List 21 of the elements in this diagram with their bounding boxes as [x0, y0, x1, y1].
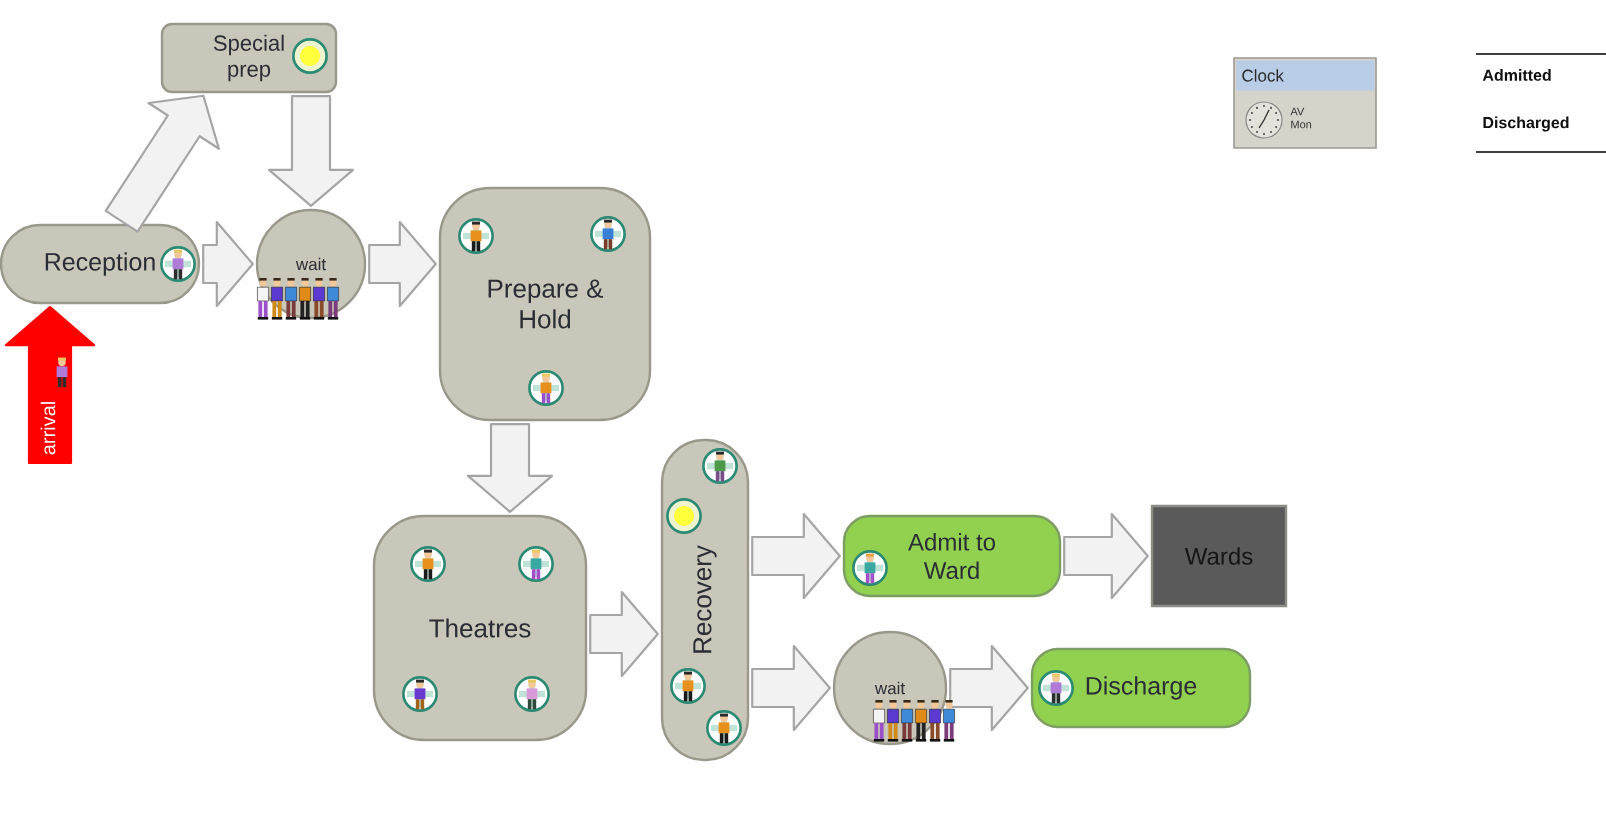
block-arrow — [949, 644, 1029, 732]
block-arrow — [751, 512, 841, 600]
process-box: Special prep — [160, 22, 338, 94]
block-arrow — [368, 220, 437, 308]
end-box: Wards — [1150, 504, 1288, 608]
row-label: Admitted — [1482, 69, 1551, 81]
block-arrow — [104, 94, 221, 233]
process-box: Theatres — [372, 514, 588, 742]
block-arrow — [466, 423, 554, 513]
block-arrow — [267, 95, 355, 207]
process-box: Admit to Ward — [842, 514, 1062, 598]
block-arrow — [202, 220, 254, 308]
process-box: Reception — [0, 223, 201, 305]
process-box: Prepare & Hold — [438, 186, 652, 422]
row-label: Discharged — [1483, 116, 1569, 132]
block-arrow — [589, 590, 659, 678]
panel-title: Clock — [1236, 60, 1375, 91]
edge-label: arrival — [39, 399, 57, 457]
block-arrow — [751, 644, 831, 732]
block-arrow — [1063, 512, 1149, 600]
process-box: Discharge — [1030, 647, 1252, 729]
